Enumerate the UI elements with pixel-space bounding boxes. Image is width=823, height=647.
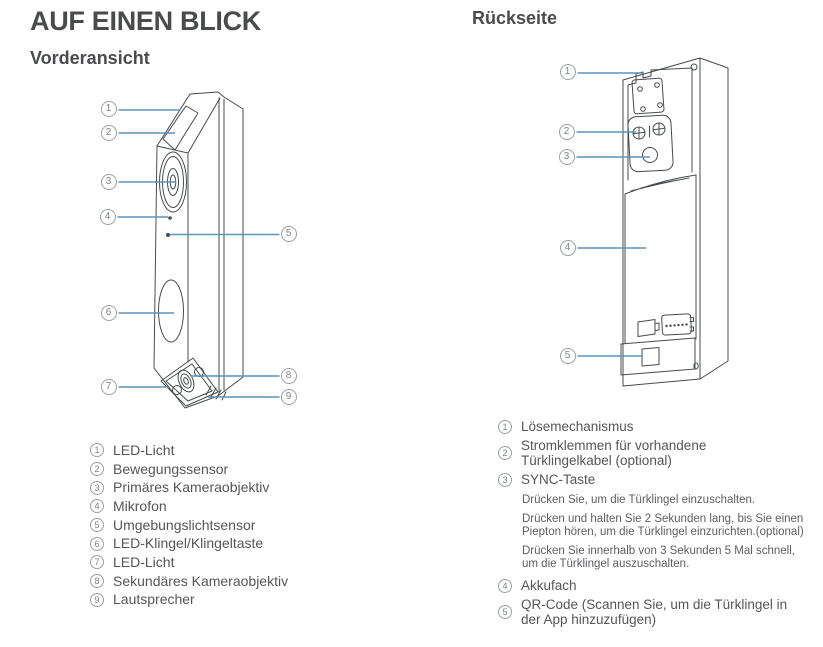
- top-slant-panel: [156, 97, 221, 154]
- device-outline: [153, 91, 244, 409]
- item-label: Mikrofon: [113, 497, 167, 514]
- microphone-dot: [168, 216, 172, 220]
- item-number-badge: 3: [90, 480, 104, 495]
- legend-item: 1 LED-Licht: [90, 441, 370, 460]
- sync-instructions: Drücken Sie, um die Türklingel einzuscha…: [522, 494, 813, 571]
- item-number-badge: 5: [90, 518, 104, 533]
- item-label: LED-Licht: [113, 441, 175, 458]
- connector-socket: [661, 313, 694, 336]
- sync-button: [642, 147, 658, 163]
- device-outline: [622, 57, 729, 387]
- legend-item: 8 Sekundäres Kameraobjektiv: [90, 572, 370, 591]
- item-number-badge: 6: [90, 536, 104, 551]
- legend-item: 3 SYNC-Taste: [498, 472, 813, 487]
- legend-item: 5 QR-Code (Scannen Sie, um die Türklingel…: [498, 597, 813, 627]
- legend-item: 4 Akkufach: [498, 578, 813, 593]
- sync-instruction: Drücken und halten Sie 2 Sekunden lang, …: [522, 513, 804, 538]
- item-label: Lautsprecher: [113, 591, 195, 608]
- item-label: LED-Licht: [113, 553, 175, 570]
- item-number-badge: 4: [498, 578, 512, 593]
- front-callout-6: 6: [100, 305, 117, 321]
- item-number-badge: 2: [90, 462, 104, 477]
- mounting-bracket: [631, 77, 665, 115]
- sync-instruction: Drücken Sie innerhalb von 3 Sekunden 5 M…: [522, 545, 795, 570]
- front-callout-4: 4: [99, 209, 116, 225]
- item-label: Sekundäres Kameraobjektiv: [113, 572, 289, 589]
- item-number-badge: 1: [90, 443, 104, 458]
- item-number-badge: 2: [498, 446, 512, 460]
- battery-compartment-walls: [624, 174, 697, 344]
- item-label: Umgebungslichtsensor: [113, 516, 256, 533]
- back-view-diagram: [576, 57, 729, 387]
- front-callout-5: 5: [280, 226, 297, 242]
- edge-lines: [187, 97, 225, 393]
- light-sensor-dot: [166, 233, 170, 237]
- legend-item: 5 Umgebungslichtsensor: [90, 516, 370, 535]
- item-number-badge: 4: [90, 499, 104, 514]
- back-view-heading: Rückseite: [472, 8, 558, 28]
- item-number-badge: 9: [90, 592, 104, 607]
- qr-code-square: [641, 347, 660, 367]
- item-label: Bewegungssensor: [113, 460, 229, 477]
- item-label: QR-Code (Scannen Sie, um die Türklingel …: [521, 597, 788, 627]
- front-callout-3: 3: [100, 174, 117, 190]
- legend-item: 2 Bewegungssensor: [90, 460, 370, 479]
- front-view-diagram: [117, 91, 280, 409]
- front-callout-7: 7: [100, 379, 117, 395]
- front-view-heading: Vorderansicht: [30, 48, 150, 68]
- body-shoulder: [624, 174, 697, 195]
- secondary-camera-lens: [177, 369, 195, 393]
- item-label: SYNC-Taste: [521, 472, 596, 487]
- connector-plug: [637, 319, 660, 337]
- bottom-section: [620, 337, 696, 376]
- back-callout-4: 4: [559, 240, 576, 256]
- item-number-badge: 5: [498, 605, 512, 619]
- page-title: AUF EINEN BLICK: [30, 6, 261, 36]
- doorbell-button: [158, 279, 184, 343]
- front-callout-8: 8: [280, 368, 297, 384]
- legend-item: 9 Lautsprecher: [90, 591, 370, 610]
- sync-instruction: Drücken Sie, um die Türklingel einzuscha…: [522, 494, 756, 506]
- legend-item: 7 LED-Licht: [90, 553, 370, 572]
- back-legend: 1 Lösemechanismus 2 Stromklemmen für vorha…: [498, 419, 813, 631]
- back-callout-2: 2: [558, 124, 575, 140]
- item-label: Stromklemmen für vorhandene Türklingelka…: [521, 438, 707, 468]
- item-number-badge: 3: [498, 472, 512, 487]
- terminal-block: [627, 114, 674, 173]
- legend-item: 1 Lösemechanismus: [498, 419, 813, 434]
- item-label: Akkufach: [521, 578, 577, 593]
- legend-item: 2 Stromklemmen für vorhandene Türklingelk…: [498, 438, 813, 468]
- front-callout-lines: [117, 109, 280, 398]
- front-callout-9: 9: [280, 389, 297, 405]
- item-label: Lösemechanismus: [521, 419, 634, 434]
- screw-hole-top: [690, 63, 698, 71]
- back-callout-5: 5: [559, 348, 576, 364]
- legend-item: 3 Primäres Kameraobjektiv: [90, 478, 370, 497]
- speaker-grille: [205, 385, 227, 401]
- item-label: LED-Klingel/Klingeltaste: [113, 535, 264, 552]
- legend-item: 4 Mikrofon: [90, 497, 370, 516]
- bottom-led-dot: [194, 367, 204, 377]
- item-number-badge: 8: [90, 574, 104, 589]
- item-label: Primäres Kameraobjektiv: [113, 479, 270, 496]
- front-callout-1: 1: [100, 101, 117, 117]
- motion-sensor-window: [162, 105, 199, 151]
- back-callout-3: 3: [558, 149, 575, 165]
- release-notch: [627, 67, 693, 181]
- legend-item: 6 LED-Klingel/Klingeltaste: [90, 534, 370, 553]
- back-callout-1: 1: [559, 64, 576, 80]
- back-callout-lines: [576, 72, 650, 357]
- bottom-light-dot: [172, 385, 182, 395]
- front-callout-2: 2: [100, 125, 117, 141]
- item-number-badge: 7: [90, 555, 104, 570]
- screw-hole-bottom: [693, 362, 699, 370]
- item-number-badge: 1: [498, 419, 512, 434]
